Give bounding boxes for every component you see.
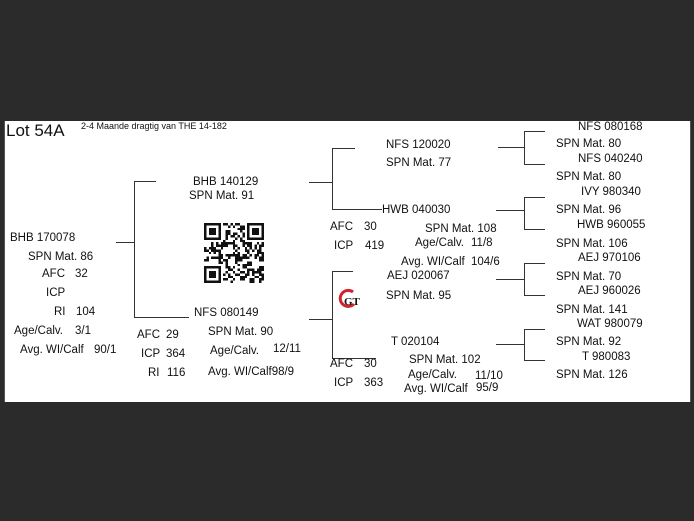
- dam-afc-label: AFC: [137, 329, 160, 341]
- connector: [116, 242, 135, 243]
- sd-icp-label: ICP: [334, 240, 354, 252]
- g7-id: WAT 980079: [577, 318, 643, 330]
- dam-spn: SPN Mat. 90: [208, 326, 274, 338]
- pedigree-card: Lot 54A 2-4 Maande dragtig van THE 14-18…: [4, 121, 691, 402]
- g2-spn: SPN Mat. 80: [556, 171, 622, 183]
- connector: [309, 319, 333, 320]
- sd-avg-label: Avg. WI/Calf: [401, 256, 465, 268]
- connector: [524, 329, 525, 360]
- dd-avg: 95/9: [476, 382, 499, 394]
- ds-id: AEJ 020067: [387, 270, 450, 282]
- dam-afc: 29: [166, 329, 179, 341]
- animal-age-label: Age/Calv.: [14, 325, 64, 337]
- connector: [524, 360, 545, 361]
- qr-code: [204, 223, 264, 283]
- sd-afc: 30: [364, 221, 377, 233]
- connector: [524, 295, 545, 296]
- sd-id: HWB 040030: [382, 204, 451, 216]
- connector: [524, 263, 545, 264]
- svg-text:GT: GT: [344, 296, 361, 308]
- dd-avg-label: Avg. WI/Calf: [404, 383, 468, 395]
- connector: [134, 181, 135, 317]
- sire-spn: SPN Mat. 91: [189, 190, 255, 202]
- connector: [332, 209, 382, 210]
- connector: [498, 147, 525, 148]
- connector: [134, 317, 189, 318]
- connector: [524, 229, 545, 230]
- dam-age: 12/11: [273, 343, 301, 355]
- g7-spn: SPN Mat. 92: [556, 336, 622, 348]
- connector: [496, 279, 525, 280]
- sd-spn: SPN Mat. 108: [425, 223, 497, 235]
- dd-age: 11/10: [475, 370, 503, 382]
- dam-icp: 364: [166, 348, 186, 360]
- animal-ri: 104: [76, 306, 96, 318]
- sd-afc-label: AFC: [330, 221, 353, 233]
- dam-icp-label: ICP: [141, 348, 161, 360]
- animal-icp-label: ICP: [46, 287, 66, 299]
- g3-spn: SPN Mat. 96: [556, 204, 622, 216]
- g8-spn: SPN Mat. 126: [556, 369, 628, 381]
- g3-id: IVY 980340: [581, 186, 641, 198]
- dd-icp: 363: [364, 377, 384, 389]
- connector: [332, 271, 333, 358]
- g4-spn: SPN Mat. 106: [556, 238, 628, 250]
- dd-id: T 020104: [391, 336, 440, 348]
- sd-avg: 104/6: [471, 256, 500, 268]
- dam-ri-label: RI: [148, 367, 160, 379]
- gt-logo: GT: [337, 287, 361, 311]
- g6-id: AEJ 960026: [578, 285, 641, 297]
- lot-title: Lot 54A: [6, 121, 65, 140]
- connector: [332, 148, 333, 209]
- g8-id: T 980083: [582, 351, 631, 363]
- animal-afc-label: AFC: [42, 268, 65, 280]
- sd-age-label: Age/Calv.: [415, 237, 465, 249]
- dam-id: NFS 080149: [194, 307, 259, 319]
- connector: [524, 164, 545, 165]
- connector: [524, 197, 545, 198]
- g4-id: HWB 960055: [577, 219, 646, 231]
- animal-age: 3/1: [75, 325, 91, 337]
- lot-note: 2-4 Maande dragtig van THE 14-182: [81, 121, 227, 131]
- animal-avg: 90/1: [94, 344, 117, 356]
- animal-afc: 32: [75, 268, 88, 280]
- g6-spn: SPN Mat. 141: [556, 304, 628, 316]
- dam-age-label: Age/Calv.: [210, 345, 260, 357]
- sd-age: 11/8: [471, 237, 493, 249]
- animal-spn: SPN Mat. 86: [28, 251, 94, 263]
- ss-id: NFS 120020: [386, 139, 451, 151]
- sd-icp: 419: [365, 240, 385, 252]
- dd-age-label: Age/Calv.: [408, 369, 458, 381]
- ds-spn: SPN Mat. 95: [386, 290, 452, 302]
- g5-id: AEJ 970106: [578, 252, 641, 264]
- connector: [524, 329, 545, 330]
- sire-id: BHB 140129: [193, 176, 259, 188]
- connector: [332, 358, 376, 359]
- connector: [134, 181, 156, 182]
- connector: [332, 148, 355, 149]
- connector: [524, 263, 525, 295]
- dd-afc-label: AFC: [330, 358, 353, 370]
- g1-id: NFS 080168: [578, 121, 643, 133]
- connector: [309, 182, 333, 183]
- animal-ri-label: RI: [54, 306, 66, 318]
- connector: [524, 131, 525, 164]
- dd-afc: 30: [364, 358, 377, 370]
- dam-avg: Avg. WI/Calf98/9: [208, 366, 295, 378]
- dd-spn: SPN Mat. 102: [409, 354, 481, 366]
- connector: [496, 344, 525, 345]
- connector: [496, 210, 525, 211]
- g5-spn: SPN Mat. 70: [556, 271, 622, 283]
- g1-spn: SPN Mat. 80: [556, 138, 622, 150]
- g2-id: NFS 040240: [578, 153, 643, 165]
- connector: [524, 131, 545, 132]
- animal-avg-label: Avg. WI/Calf: [20, 344, 84, 356]
- ss-spn: SPN Mat. 77: [386, 157, 452, 169]
- connector: [332, 271, 353, 272]
- animal-id: BHB 170078: [10, 232, 76, 244]
- connector: [524, 197, 525, 229]
- dd-icp-label: ICP: [334, 377, 354, 389]
- dam-ri: 116: [167, 367, 186, 379]
